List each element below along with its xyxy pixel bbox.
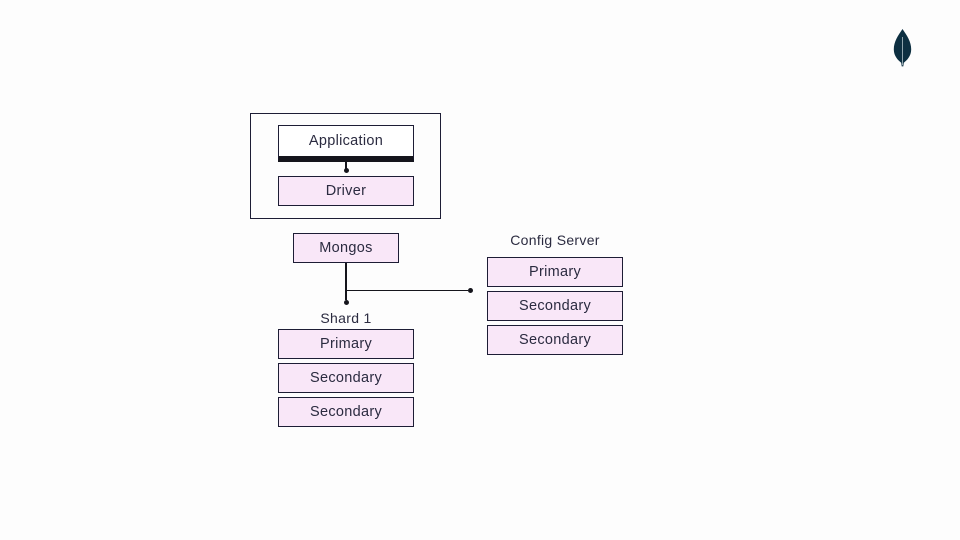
node-driver: Driver: [278, 176, 414, 206]
mongodb-leaf-icon: [893, 29, 912, 67]
client-group-box: [250, 113, 441, 219]
config-server-title: Config Server: [510, 232, 600, 248]
node-config-primary: Primary: [487, 257, 623, 287]
node-shard1-secondary-1: Secondary: [278, 363, 414, 393]
connector-mongos-config-endpoint: [467, 288, 473, 293]
node-application: Application: [278, 125, 414, 162]
node-shard1-primary-label: Primary: [319, 336, 373, 352]
node-shard1-secondary-2-label: Secondary: [309, 404, 383, 420]
node-config-secondary-1-label: Secondary: [518, 298, 592, 314]
connector-mongos-shard-endpoint: [343, 299, 349, 305]
node-config-primary-label: Primary: [528, 264, 582, 280]
connector-mongos-shard: [345, 263, 347, 300]
connector-mongos-config: [346, 289, 468, 292]
mongodb-logo: [891, 29, 914, 67]
node-driver-label: Driver: [325, 183, 367, 199]
connector-application-driver: [345, 162, 347, 170]
connector-application-driver-endpoint: [343, 167, 349, 173]
node-shard1-primary: Primary: [278, 329, 414, 359]
node-config-secondary-1: Secondary: [487, 291, 623, 321]
node-shard1-secondary-1-label: Secondary: [309, 370, 383, 386]
shard1-title: Shard 1: [320, 310, 372, 326]
node-mongos: Mongos: [293, 233, 399, 263]
node-config-secondary-2: Secondary: [487, 325, 623, 355]
node-shard1-secondary-2: Secondary: [278, 397, 414, 427]
node-application-label: Application: [308, 133, 384, 149]
node-config-secondary-2-label: Secondary: [518, 332, 592, 348]
node-mongos-label: Mongos: [319, 240, 373, 256]
